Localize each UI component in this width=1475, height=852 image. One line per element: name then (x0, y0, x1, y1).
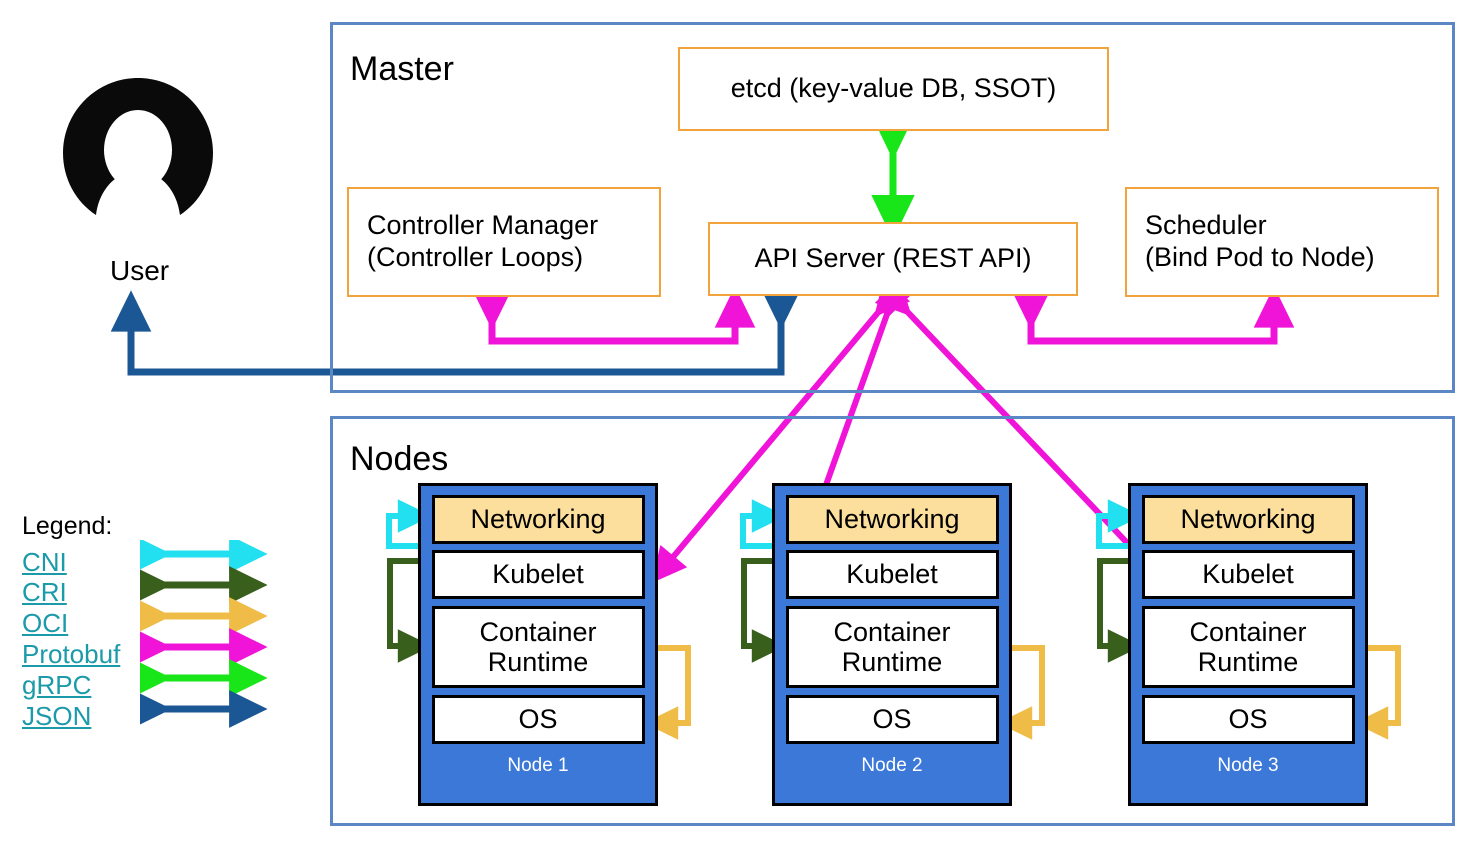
nodes-group (330, 416, 1455, 826)
master-group-title: Master (350, 50, 454, 88)
legend-title: Legend: (22, 512, 113, 540)
node-3-os-layer[interactable]: OS (1141, 695, 1355, 744)
node-3-networking-label: Networking (1180, 504, 1316, 535)
node-3-container-runtime-label-line2: Runtime (1197, 647, 1299, 677)
user-avatar-icon (63, 78, 213, 215)
node-1-kubelet-label: Kubelet (492, 559, 584, 590)
node-2-os-label: OS (872, 704, 912, 735)
node-2-networking-label: Networking (824, 504, 960, 535)
node-1-container-runtime-layer[interactable]: Container Runtime (431, 606, 645, 688)
node-card-1[interactable]: Networking Kubelet Container Runtime OS … (418, 483, 658, 806)
node-3-container-runtime-layer[interactable]: Container Runtime (1141, 606, 1355, 688)
legend-item-json[interactable]: JSON (22, 701, 92, 731)
node-2-container-runtime-layer[interactable]: Container Runtime (785, 606, 999, 688)
legend-item-grpc[interactable]: gRPC (22, 670, 92, 700)
node-2-container-runtime-label-line1: Container (833, 616, 951, 647)
legend-swatches (140, 540, 268, 728)
node-2-kubelet-label: Kubelet (846, 559, 938, 590)
node-3-kubelet-label: Kubelet (1202, 559, 1294, 590)
node-1-networking-label: Networking (470, 504, 606, 535)
controller-manager-label-line1: Controller Manager (367, 210, 599, 241)
scheduler-label-line2: (Bind Pod to Node) (1145, 242, 1375, 272)
scheduler-box[interactable]: Scheduler (Bind Pod to Node) (1125, 187, 1439, 297)
api-server-label: API Server (REST API) (754, 243, 1032, 274)
node-card-3[interactable]: Networking Kubelet Container Runtime OS … (1128, 483, 1368, 806)
node-1-name: Node 1 (507, 755, 569, 776)
user-label: User (110, 255, 170, 286)
node-1-container-runtime-label-line2: Runtime (487, 647, 589, 677)
master-group (330, 22, 1455, 393)
etcd-label: etcd (key-value DB, SSOT) (730, 73, 1057, 104)
scheduler-label-line1: Scheduler (1145, 210, 1267, 241)
node-3-name: Node 3 (1217, 755, 1279, 776)
node-card-2[interactable]: Networking Kubelet Container Runtime OS … (772, 483, 1012, 806)
etcd-box[interactable]: etcd (key-value DB, SSOT) (678, 47, 1109, 131)
node-3-container-runtime-label-line1: Container (1189, 616, 1307, 647)
node-1-os-layer[interactable]: OS (431, 695, 645, 744)
node-3-os-label: OS (1228, 704, 1268, 735)
controller-manager-box[interactable]: Controller Manager (Controller Loops) (347, 187, 661, 297)
node-1-kubelet-layer[interactable]: Kubelet (431, 550, 645, 599)
legend-item-protobuf[interactable]: Protobuf (22, 639, 121, 669)
node-2-networking-layer[interactable]: Networking (785, 495, 999, 544)
legend-item-cni[interactable]: CNI (22, 547, 67, 577)
legend-item-oci[interactable]: OCI (22, 608, 69, 638)
node-3-kubelet-layer[interactable]: Kubelet (1141, 550, 1355, 599)
node-2-container-runtime-label-line2: Runtime (841, 647, 943, 677)
node-2-kubelet-layer[interactable]: Kubelet (785, 550, 999, 599)
legend-item-cri[interactable]: CRI (22, 577, 67, 607)
nodes-group-title: Nodes (350, 440, 449, 478)
node-2-name: Node 2 (861, 755, 923, 776)
node-1-networking-layer[interactable]: Networking (431, 495, 645, 544)
node-3-networking-layer[interactable]: Networking (1141, 495, 1355, 544)
controller-manager-label-line2: (Controller Loops) (367, 242, 584, 272)
node-2-os-layer[interactable]: OS (785, 695, 999, 744)
node-1-container-runtime-label-line1: Container (479, 616, 597, 647)
node-1-os-label: OS (518, 704, 558, 735)
api-server-box[interactable]: API Server (REST API) (708, 222, 1078, 296)
